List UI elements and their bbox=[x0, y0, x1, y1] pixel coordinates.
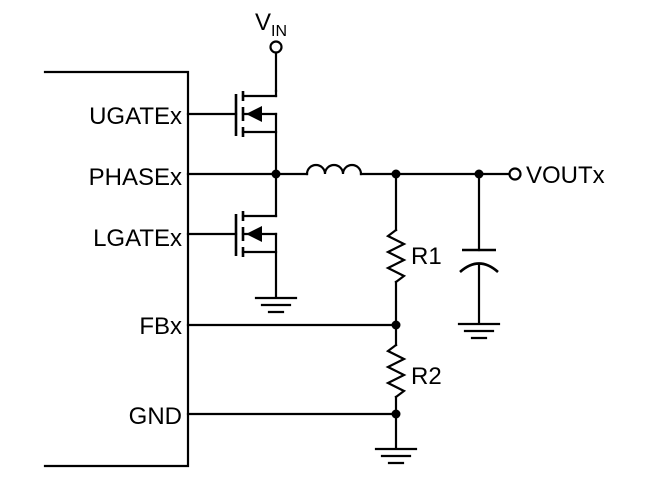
pin-label-fb: FBx bbox=[139, 313, 182, 340]
ic-body bbox=[43, 70, 190, 468]
gnd-node-dot bbox=[391, 409, 401, 419]
high-side-mosfet bbox=[186, 89, 278, 176]
resistor-r2 bbox=[385, 323, 407, 450]
vin-label: VIN bbox=[255, 9, 287, 40]
pin-label-phase: PHASEx bbox=[89, 164, 182, 191]
vout-terminal bbox=[508, 167, 522, 181]
phase-node-dot bbox=[271, 169, 281, 179]
resistor-r1 bbox=[385, 172, 407, 327]
vin-label-main: V bbox=[255, 9, 271, 36]
ground-symbol-mosfet bbox=[254, 296, 298, 314]
pin-label-ugate: UGATEx bbox=[89, 103, 182, 130]
r2-label: R2 bbox=[411, 363, 442, 390]
vout-label: VOUTx bbox=[526, 162, 605, 189]
inductor bbox=[305, 163, 363, 176]
r1-label: R1 bbox=[411, 243, 442, 270]
ground-symbol-capacitor bbox=[457, 322, 501, 340]
vin-label-subscript: IN bbox=[271, 23, 287, 40]
low-side-mosfet bbox=[186, 172, 278, 299]
pin-label-lgate: LGATEx bbox=[93, 225, 182, 252]
output-capacitor bbox=[459, 172, 499, 325]
ground-symbol-r2 bbox=[374, 447, 418, 465]
pin-label-gnd: GND bbox=[129, 403, 182, 430]
vin-terminal bbox=[269, 40, 283, 54]
